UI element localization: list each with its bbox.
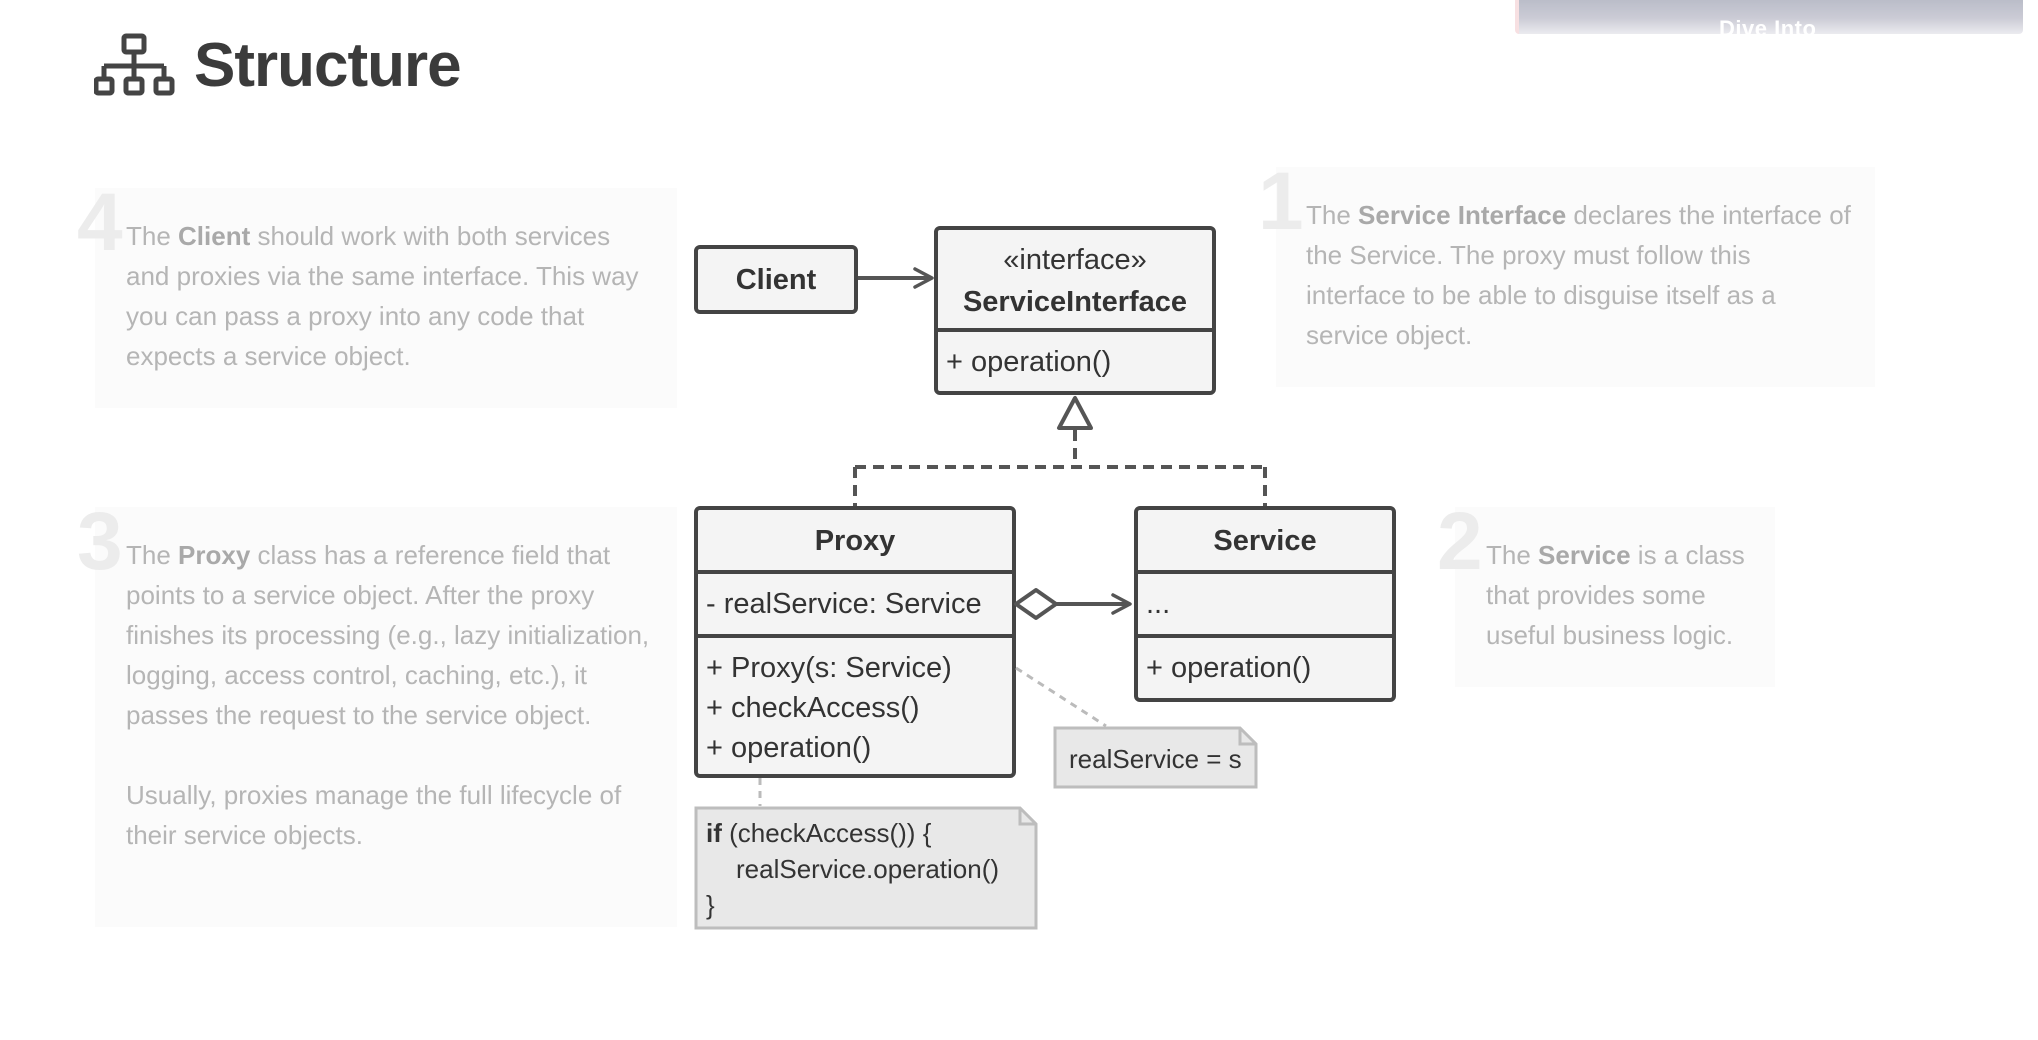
proxy-class-name: Proxy <box>815 525 896 557</box>
service-class: Service ... + operation() <box>1134 506 1396 702</box>
interface-stereotype: «interface» <box>1003 244 1147 276</box>
note-text-extra: Usually, proxies manage the full lifecyc… <box>126 780 622 850</box>
proxy-method: + checkAccess() <box>706 692 920 724</box>
note-text: The Service Interface declares the inter… <box>1306 200 1851 350</box>
proxy-class: Proxy - realService: Service + Proxy(s: … <box>694 506 1016 778</box>
operation-note-line-2: realService.operation() <box>736 854 999 884</box>
constructor-note-text: realService = s <box>1069 744 1242 774</box>
note-service-interface: 1 The Service Interface declares the int… <box>1258 161 1875 387</box>
client-class-name: Client <box>736 264 817 296</box>
operation-note-line-1: if (checkAccess()) { <box>706 818 932 848</box>
note-number: 2 <box>1437 496 1483 587</box>
promo-banner[interactable]: Dive Into <box>1515 0 2023 34</box>
client-class: Client <box>694 245 858 314</box>
constructor-note-connector <box>1015 666 1107 728</box>
note-number: 4 <box>77 177 123 268</box>
service-interface-class: «interface» ServiceInterface + operation… <box>934 226 1216 395</box>
proxy-service-aggregation <box>1014 588 1132 620</box>
proxy-field: - realService: Service <box>706 588 982 620</box>
proxy-method: + operation() <box>706 732 871 764</box>
service-field: ... <box>1146 588 1170 620</box>
note-number: 3 <box>77 496 123 587</box>
realization-connector <box>853 396 1267 508</box>
note-text: The Client should work with both service… <box>126 221 639 371</box>
realization-triangle <box>1057 396 1093 430</box>
constructor-note: realService = s <box>1053 726 1258 789</box>
service-interface-method: + operation() <box>946 346 1111 378</box>
note-text: The Proxy class has a reference field th… <box>126 540 650 730</box>
proxy-method: + Proxy(s: Service) <box>706 652 952 684</box>
promo-label: Dive Into <box>1719 16 1817 34</box>
page-title: Structure <box>194 31 462 100</box>
structure-tree-icon <box>94 33 175 95</box>
service-class-name: Service <box>1213 525 1316 557</box>
note-proxy: 3 The Proxy class has a reference field … <box>77 501 677 927</box>
note-text: The Service is a class that provides som… <box>1486 540 1745 650</box>
aggregation-diamond <box>1014 588 1058 620</box>
service-method: + operation() <box>1146 652 1311 684</box>
note-number: 1 <box>1258 156 1304 247</box>
operation-note-line-3: } <box>706 890 715 920</box>
page-heading: Structure <box>94 30 462 101</box>
note-service: 2 The Service is a class that provides s… <box>1437 501 1775 687</box>
operation-note: if (checkAccess()) { realService.operati… <box>694 806 1038 930</box>
service-interface-name: ServiceInterface <box>963 286 1187 318</box>
note-client: 4 The Client should work with both servi… <box>77 182 677 408</box>
